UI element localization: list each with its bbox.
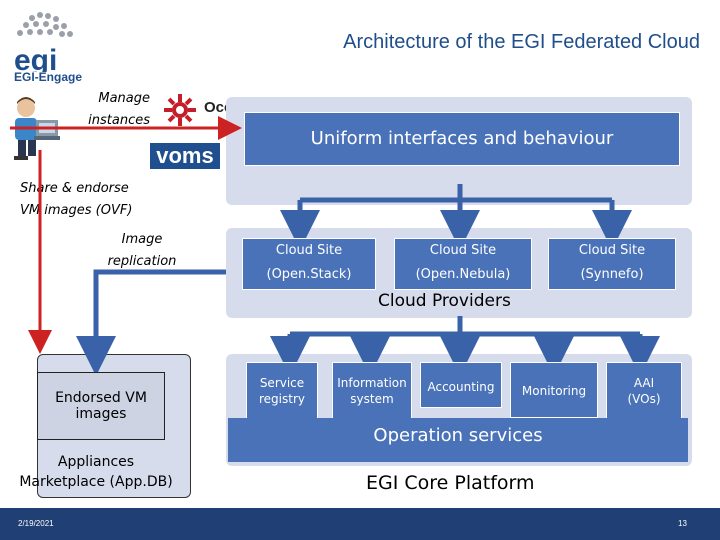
label-line: Image [121, 232, 163, 247]
endorsed-line: Endorsed VM [55, 390, 147, 406]
voms-logo: voms [150, 143, 220, 169]
appliances-marketplace-label: Appliances Marketplace (App.DB) [14, 452, 178, 492]
cloud-site-opennebula: Cloud Site (Open.Nebula) [394, 238, 532, 290]
endorsed-vm-images-box: Endorsed VM images [37, 372, 165, 440]
cloud-site-type: (Open.Nebula) [415, 267, 511, 282]
services-connector [270, 316, 660, 376]
label-share-endorse: Share & endorse VM images (OVF) [20, 178, 166, 222]
marketplace-line: Appliances [57, 454, 135, 470]
service-line: Accounting [427, 380, 495, 394]
cloud-site-type: (Synnefo) [580, 267, 644, 282]
service-line: system [350, 392, 394, 406]
core-platform-label: EGI Core Platform [366, 472, 535, 494]
information-system-box: Information system [332, 362, 412, 422]
endorsed-line: images [75, 406, 127, 422]
label-line: Manage [98, 91, 150, 106]
service-line: registry [259, 392, 305, 406]
footer-date: 2/19/2021 [18, 519, 54, 528]
uniform-to-sites-connector [280, 184, 632, 250]
label-image-replication: Image replication [90, 229, 194, 273]
service-line: AAI [633, 376, 655, 390]
service-registry-box: Service registry [246, 362, 318, 422]
logo-dots-icon [17, 12, 73, 37]
occi-logo-icon [164, 94, 196, 126]
service-line: Service [259, 376, 305, 390]
cloud-site-openstack: Cloud Site (Open.Stack) [242, 238, 376, 290]
cloud-site-synnefo: Cloud Site (Synnefo) [548, 238, 676, 290]
cloud-site-type: (Open.Stack) [266, 267, 352, 282]
label-line: Share & endorse [20, 181, 129, 196]
aai-box: AAI (VOs) [606, 362, 682, 420]
label-line: replication [107, 254, 177, 269]
label-manage-instances: Manage instances [60, 88, 150, 132]
accounting-box: Accounting [420, 362, 502, 408]
label-line: VM images (OVF) [20, 203, 133, 218]
egi-logo: egi [14, 12, 73, 72]
uniform-interfaces-box: Uniform interfaces and behaviour [244, 112, 680, 166]
slide-title: Architecture of the EGI Federated Cloud [343, 31, 700, 53]
footer-bar [0, 508, 720, 540]
replication-arrow [76, 269, 226, 376]
operation-services-box: Operation services [228, 418, 688, 462]
cloud-site-name: Cloud Site [429, 243, 497, 258]
service-line: (VOs) [627, 392, 661, 406]
user-computer-icon [14, 97, 60, 160]
cloud-site-name: Cloud Site [275, 243, 343, 258]
service-line: Information [337, 376, 407, 390]
cloud-providers-label: Cloud Providers [378, 291, 511, 311]
monitoring-box: Monitoring [510, 362, 598, 418]
logo-subtitle: EGI-Engage [14, 70, 83, 84]
label-line: instances [88, 113, 150, 128]
logo-wordmark: egi [14, 44, 57, 72]
footer-page-number: 13 [678, 519, 687, 528]
service-line: Monitoring [521, 384, 587, 398]
marketplace-line: Marketplace (App.DB) [19, 474, 173, 490]
cloud-site-name: Cloud Site [578, 243, 646, 258]
